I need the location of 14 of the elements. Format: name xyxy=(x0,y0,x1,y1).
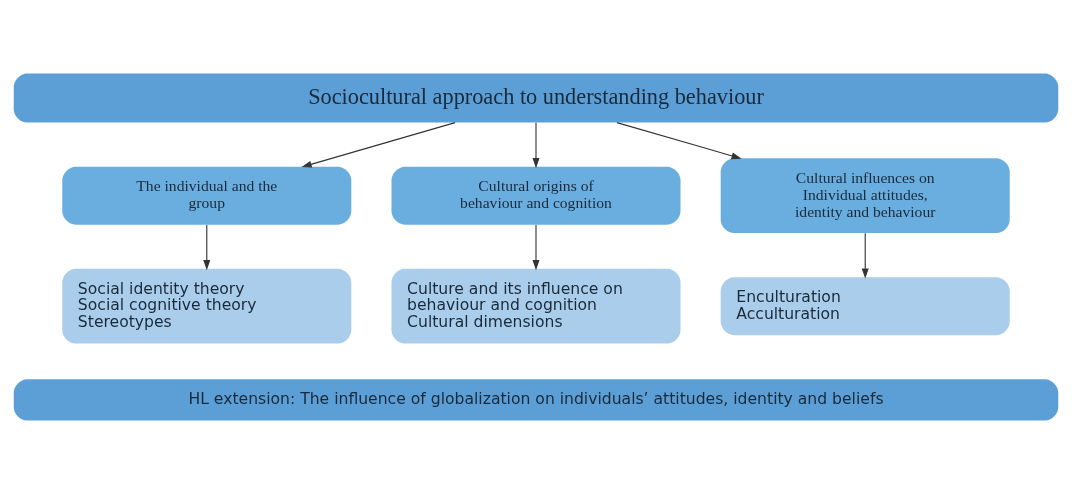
node-box: Cultural influences on Individual attitudes, identity and behaviour xyxy=(720,157,1010,233)
node-box: Cultural origins of behaviour and cognition xyxy=(391,166,681,225)
node-box: Sociocultural approach to understanding behaviour xyxy=(13,72,1059,123)
node-box: HL extension: The influence of globalization on individuals’ attitudes, identity and beliefs xyxy=(13,378,1059,421)
arrow xyxy=(616,121,742,159)
node-box: The individual and the group xyxy=(62,166,352,225)
arrow xyxy=(301,121,456,168)
arrow xyxy=(532,223,540,270)
arrow xyxy=(532,121,540,168)
arrow xyxy=(203,223,211,270)
node-box: Social identity theory Social cognitive theory Stereotypes xyxy=(62,268,352,344)
arrow xyxy=(861,232,869,278)
node-box: Culture and its influence on behaviour and cognition Cultural dimensions xyxy=(391,268,681,344)
node-box: Enculturation Acculturation xyxy=(720,276,1010,335)
